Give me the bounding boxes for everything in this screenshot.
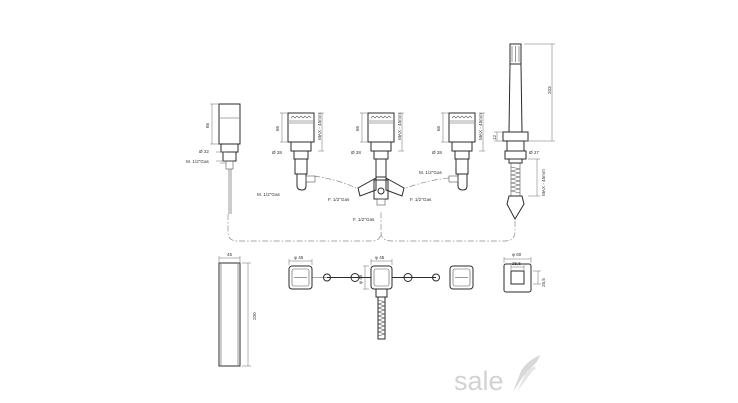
left-handle-top-width-label: φ 45 <box>294 255 304 260</box>
shower-top-inner-label: 25,5 <box>512 261 521 266</box>
spout-thread-label: M. 1/2"Gas <box>186 159 210 164</box>
spout-top-length-label: 200 <box>252 312 257 320</box>
shower-length-label: 203 <box>547 86 552 94</box>
left-handle-front-view <box>280 112 324 191</box>
left-handle-top-view <box>288 259 330 290</box>
shower-max-label: MAX - 45mm <box>541 169 546 196</box>
diverter-f-left-label: F. 1/2"Gas <box>328 197 350 202</box>
diverter-top-side-label: φ 45 <box>358 274 363 284</box>
connection-hose-right <box>405 177 450 189</box>
right-handle-max-label: MAX - 45mm <box>478 113 483 140</box>
left-handle-height-label: 65 <box>275 125 280 131</box>
spout-top-width-label: 45 <box>227 252 233 257</box>
diverter-f-bottom-label: F. 1/2"Gas <box>353 217 375 222</box>
shower-top-side-label: 25,5 <box>541 278 546 287</box>
left-handle-max-label: MAX - 45mm <box>317 113 322 140</box>
hand-shower-front-view <box>494 43 555 221</box>
shower-holder-height-label: 12 <box>492 134 497 140</box>
logo-text: sale <box>454 366 504 396</box>
spout-front-view <box>210 103 241 214</box>
diverter-top-width-label: φ 45 <box>375 255 385 260</box>
right-handle-top-view <box>449 265 474 290</box>
spout-diameter-label: Ø 22 <box>199 149 209 154</box>
shower-top-outer-label: φ 60 <box>512 252 522 257</box>
shower-diameter-label: Ø 27 <box>529 150 539 155</box>
right-handle-diameter-label: Ø 28 <box>432 150 442 155</box>
left-handle-diameter-label: Ø 28 <box>272 150 282 155</box>
diverter-diameter-label: Ø 28 <box>351 150 361 155</box>
right-handle-height-label: 65 <box>436 125 441 131</box>
diverter-max-label: MAX - 45mm <box>397 113 402 140</box>
right-handle-front-view <box>441 112 485 191</box>
diverter-height-label: 65 <box>355 125 360 131</box>
spout-height-label: 65 <box>205 122 210 128</box>
flexible-hose <box>227 212 516 242</box>
diverter-top-view <box>323 259 440 340</box>
spout-top-view <box>218 256 251 367</box>
hand-shower-top-view <box>503 257 541 293</box>
sale-logo: sale <box>454 355 540 396</box>
diverter-f-right-label: F. 1/2"Gas <box>410 197 432 202</box>
left-handle-thread-label: M. 1/2"Gas <box>257 192 281 197</box>
right-handle-thread-label: M. 1/2"Gas <box>419 170 443 175</box>
diverter-front-view <box>357 112 405 206</box>
connection-hose-left <box>313 175 357 189</box>
